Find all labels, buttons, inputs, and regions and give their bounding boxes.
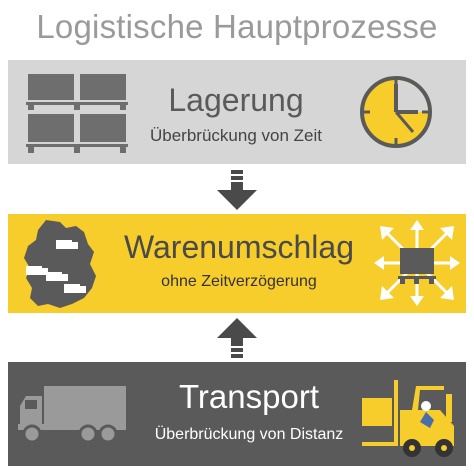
clock-icon xyxy=(358,74,434,150)
pallet-stack-icon xyxy=(24,70,134,156)
panel-transport-heading: Transport xyxy=(179,378,319,415)
panel-storage-subheading: Überbrückung von Zeit xyxy=(150,126,322,145)
panel-transport-subheading: Überbrückung von Distanz xyxy=(154,426,344,443)
flow-arrow-down xyxy=(213,168,261,212)
panel-storage-heading: Lagerung xyxy=(168,82,304,118)
distribution-arrows-icon xyxy=(372,218,462,308)
panel-handling-subheading: ohne Zeitverzögerung xyxy=(161,273,317,290)
germany-map-icon xyxy=(16,218,106,310)
diagram-title: Logistische Hauptprozesse xyxy=(36,8,438,45)
panel-handling: Warenumschlag ohne Zeitverzögerung xyxy=(8,214,466,313)
forklift-icon xyxy=(360,376,462,460)
panel-transport: Transport Überbrückung von Distanz xyxy=(8,362,466,466)
panel-storage: Lagerung Überbrückung von Zeit xyxy=(8,60,466,164)
truck-icon xyxy=(16,384,128,446)
flow-arrow-up xyxy=(213,316,261,360)
panel-handling-heading: Warenumschlag xyxy=(123,229,354,265)
